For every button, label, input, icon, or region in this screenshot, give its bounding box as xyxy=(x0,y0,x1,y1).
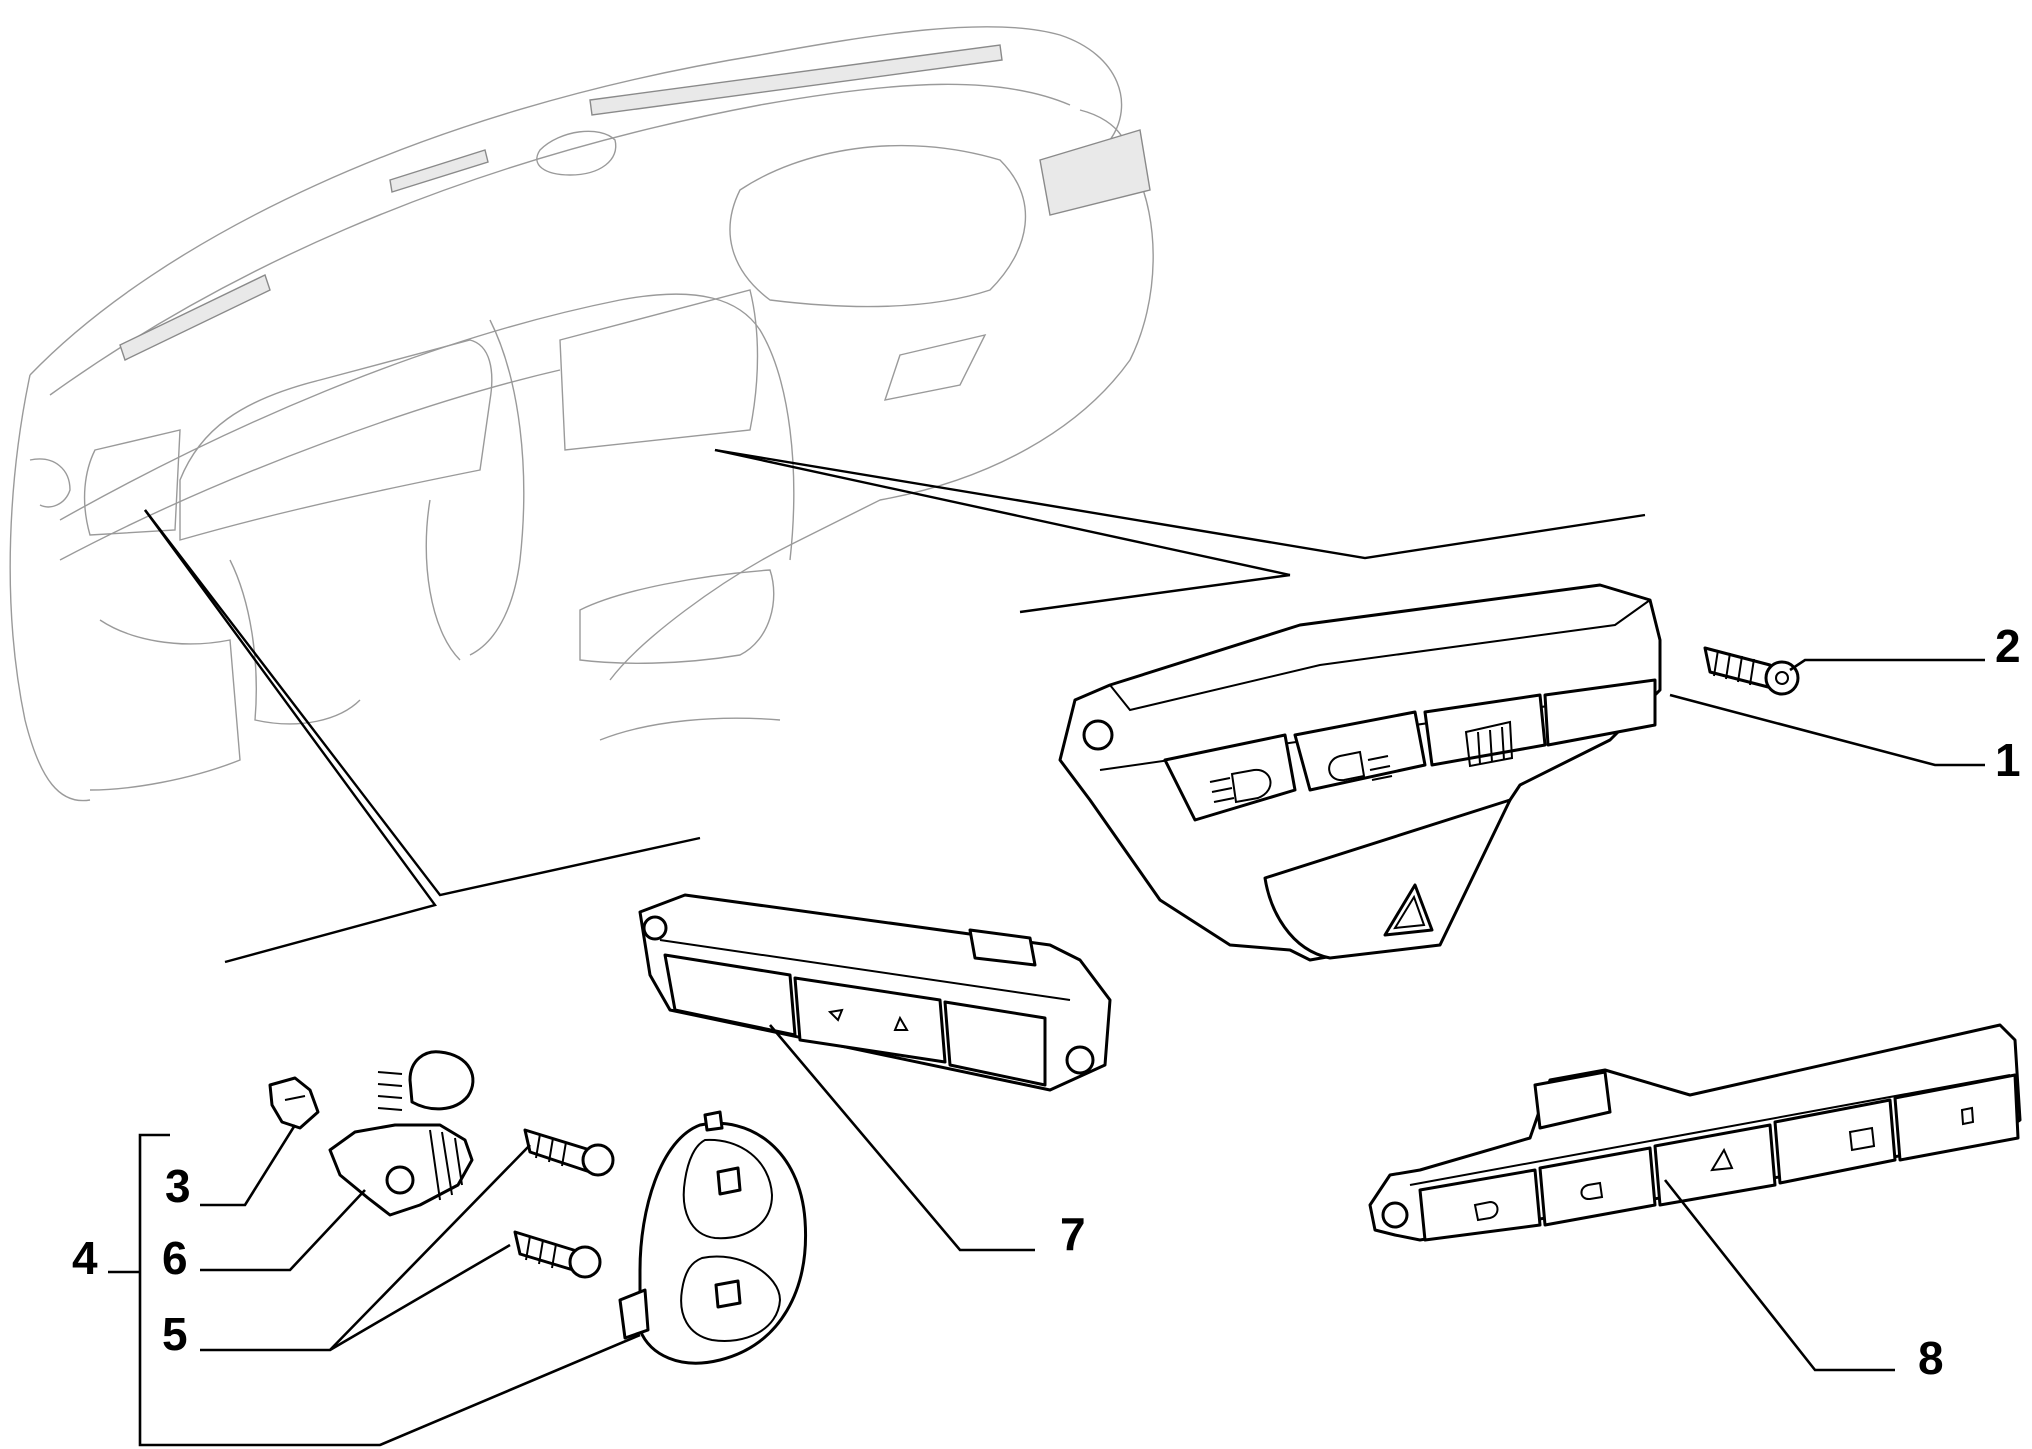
part-7-switch-panel xyxy=(638,893,1112,1092)
front-fog-light-icon xyxy=(1473,1200,1499,1222)
rear-fog-light-icon xyxy=(1580,1181,1604,1201)
switch-icon xyxy=(1960,1106,1975,1126)
callout-6: 6 xyxy=(162,1232,188,1284)
part-8-switch-strip xyxy=(1368,1023,2022,1242)
rear-defrost-icon xyxy=(1848,1126,1876,1152)
part-3-clip xyxy=(268,1076,320,1130)
arrow-down-icon xyxy=(827,1008,844,1022)
part-4-button-cover xyxy=(618,1110,808,1365)
callout-7: 7 xyxy=(1060,1208,1086,1260)
callout-5: 5 xyxy=(162,1308,188,1360)
callout-1: 1 xyxy=(1995,734,2021,786)
rear-defrost-icon xyxy=(1464,720,1514,768)
callout-8: 8 xyxy=(1918,1332,1944,1384)
rear-fog-light-icon xyxy=(1328,750,1393,782)
part-5-screws xyxy=(513,1128,615,1279)
arrow-up-icon xyxy=(893,1015,909,1031)
dashboard-illustration xyxy=(9,26,1154,802)
front-fog-light-icon xyxy=(1209,768,1272,804)
hazard-triangle-icon xyxy=(1383,883,1434,937)
callout-labels: 1 2 3 4 5 6 7 8 xyxy=(72,620,2021,1384)
part-6-dial-switch xyxy=(328,1123,474,1217)
callout-2: 2 xyxy=(1995,620,2021,672)
leader-lines xyxy=(108,658,1985,1447)
part-2-screw xyxy=(1703,646,1800,696)
callout-4: 4 xyxy=(72,1232,98,1284)
projection-guides xyxy=(144,448,1646,964)
callout-3: 3 xyxy=(165,1160,191,1212)
part-1-switch-panel xyxy=(1058,583,1662,962)
low-beam-headlight-icon xyxy=(377,1050,475,1111)
hazard-triangle-icon xyxy=(1710,1147,1734,1172)
